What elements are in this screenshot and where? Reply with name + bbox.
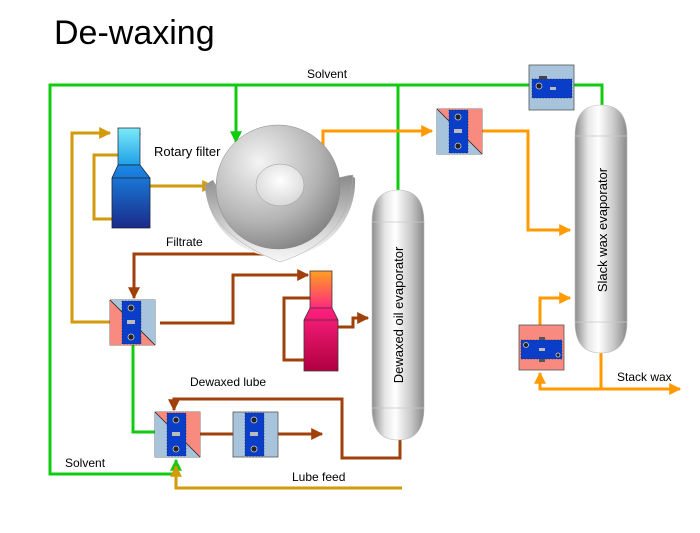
- condenser-to-slack-evap-line: [574, 83, 604, 105]
- hx-filtrate[interactable]: [109, 299, 156, 346]
- solvent-loop-line: [48, 83, 400, 476]
- dewaxed-oil-evaporator[interactable]: Dewaxed oil evaporator: [371, 189, 425, 441]
- chiller-pink[interactable]: [303, 270, 339, 372]
- feed-to-chiller-line: [70, 127, 112, 324]
- reboiler-to-evap-line: [538, 292, 572, 325]
- dewaxed-lube-label: Dewaxed lube: [190, 375, 266, 389]
- solvent-hx-link-line: [131, 338, 155, 434]
- slack-wax-evaporator-label: Slack wax evaporator: [595, 167, 610, 292]
- hx-to-slack-evap-line: [482, 129, 572, 236]
- hx-vapor[interactable]: [436, 108, 483, 155]
- evap-bottom-to-hx-line: [168, 397, 402, 460]
- vapor-lines: [321, 125, 682, 395]
- lube-feed-line: [170, 464, 402, 490]
- slack-bottom-line: [534, 352, 603, 391]
- stack-wax-label: Stack wax: [617, 370, 672, 384]
- hx-to-pink-chiller-line: [160, 269, 310, 325]
- solvent-top-label: Solvent: [307, 67, 348, 81]
- chiller-top[interactable]: [111, 127, 151, 229]
- hx-feed-2[interactable]: [232, 411, 279, 458]
- reboiler[interactable]: [518, 324, 565, 371]
- page-title: De-waxing: [54, 14, 215, 52]
- rotary-filter[interactable]: [204, 124, 356, 263]
- rotary-filter-label: Rotary filter: [154, 144, 221, 159]
- hx-feed-1[interactable]: [154, 411, 201, 458]
- filter-vapor-line: [321, 125, 434, 150]
- slack-wax-evaporator[interactable]: Slack wax evaporator: [574, 104, 628, 354]
- pink-internal-2: [282, 296, 320, 366]
- filtrate-label: Filtrate: [166, 235, 203, 249]
- lube-feed-label: Lube feed: [292, 470, 345, 484]
- solvent-bottom-label: Solvent: [65, 456, 106, 470]
- dewaxed-oil-evaporator-label: Dewaxed oil evaporator: [391, 246, 406, 383]
- condenser-top[interactable]: [528, 64, 575, 111]
